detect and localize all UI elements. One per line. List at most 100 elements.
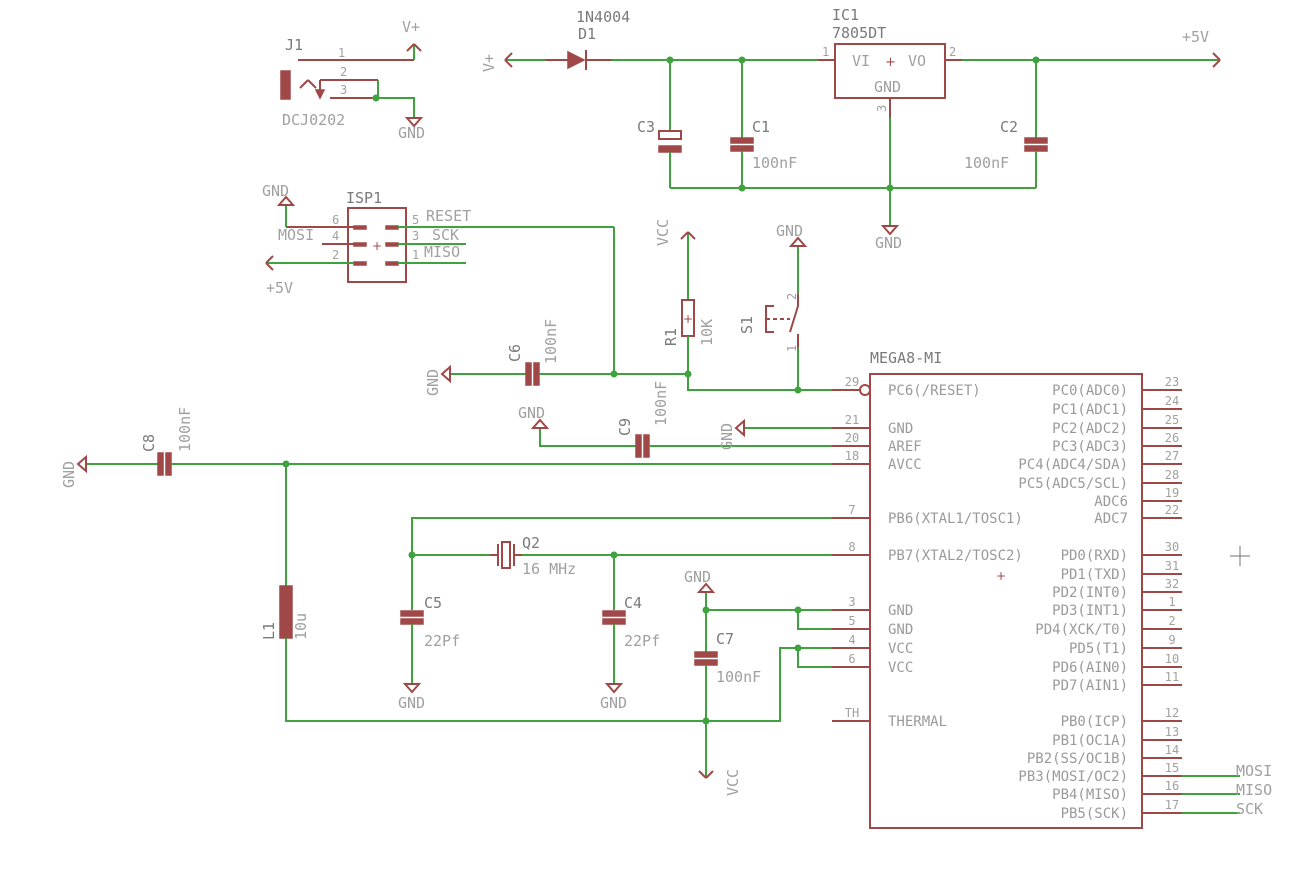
- ic1-vi-label: VI: [852, 52, 870, 70]
- mcu-miso-net-label: MISO: [1236, 781, 1272, 799]
- mcu-left-pin-number: 3: [848, 595, 855, 609]
- c6-capacitor[interactable]: C6 100nF: [506, 319, 560, 386]
- mcu-right-pin-label: PC4(ADC4/SDA): [1018, 457, 1128, 473]
- c3-capacitor[interactable]: C3: [637, 118, 682, 153]
- mcu-right-pin-label: PC0(ADC0): [1052, 383, 1128, 399]
- isp-pin6-number: 6: [332, 213, 339, 227]
- junction-dot: [684, 370, 692, 378]
- d1-diode[interactable]: 1N4004 D1: [545, 8, 630, 70]
- isp-plus5v-arrow: [265, 255, 274, 271]
- mcu-right-pin-label: PB4(MISO): [1052, 787, 1128, 803]
- j1-gnd-label: GND: [398, 124, 425, 142]
- isp-reset-label: RESET: [426, 207, 471, 225]
- junction-dot: [886, 184, 894, 192]
- mcu-right-pin-label: PB2(SS/OC1B): [1027, 751, 1128, 767]
- mcu-right-pin-number: 26: [1165, 431, 1179, 445]
- j1-value: DCJ0202: [282, 111, 345, 129]
- mcu-right-pin-label: PD3(INT1): [1052, 603, 1128, 619]
- gnd-symbol: [734, 418, 745, 438]
- j1-power-jack[interactable]: 1 2 3 J1 DCJ0202: [280, 36, 414, 129]
- r1-resistor[interactable]: + R1 10K: [662, 299, 716, 346]
- isp1-name: ISP1: [346, 189, 382, 207]
- isp1-header[interactable]: + ISP1 6 4 2 5 3 1: [332, 189, 419, 283]
- c9-name: C9: [616, 418, 634, 436]
- isp-pin1-number: 1: [412, 248, 419, 262]
- mcu-right-pin-label: PD6(AIN0): [1052, 660, 1128, 676]
- gnd-symbol: [76, 454, 87, 474]
- q2-crystal[interactable]: Q2 16 MHz: [490, 534, 576, 578]
- isp-pin2-number: 2: [332, 248, 339, 262]
- c8-capacitor[interactable]: C8 100nF: [140, 407, 194, 476]
- c9-value: 100nF: [652, 381, 670, 426]
- ic1-value: 7805DT: [832, 24, 886, 42]
- ic1-pin2-number: 2: [949, 45, 956, 59]
- mcu-left-pin-label: GND: [888, 603, 913, 619]
- origin-mark: +: [885, 55, 896, 70]
- ic1-regulator[interactable]: VI VO GND 1 2 3 IC1 7805DT +: [818, 6, 962, 118]
- c7-vcc-label: VCC: [724, 769, 742, 796]
- mcu-right-pin-number: 22: [1165, 503, 1179, 517]
- j1-pin2-number: 2: [340, 65, 347, 79]
- mcu-right-pin-label: PD7(AIN1): [1052, 678, 1128, 694]
- gnd-symbol: [696, 582, 716, 593]
- mcu-right-pin-label: PC5(ADC5/SCL): [1018, 476, 1128, 492]
- r1-bottom-wire: [687, 336, 832, 391]
- mcu-right-pin-label: PD1(TXD): [1061, 567, 1128, 583]
- mcu-left-pin-number: 29: [845, 375, 859, 389]
- c2-capacitor[interactable]: C2 100nF: [964, 118, 1048, 172]
- vcc-arrow-symbol: [680, 231, 696, 240]
- mcu-right-pin-label: PC1(ADC1): [1052, 402, 1128, 418]
- c4-gnd-label: GND: [600, 694, 627, 712]
- gnd5-wire: [797, 610, 832, 630]
- l1-name: L1: [260, 622, 278, 640]
- mcu-right-pin-label: PC3(ADC3): [1052, 439, 1128, 455]
- mcu-right-pin-number: 32: [1165, 577, 1179, 591]
- gnd-symbol: [788, 236, 808, 247]
- ic1-gnd-pin-label: GND: [874, 78, 901, 96]
- ic1-pin3-number: 3: [875, 105, 889, 112]
- c5-capacitor[interactable]: C5 22Pf: [400, 594, 460, 650]
- ic1-name: IC1: [832, 6, 859, 24]
- plus5v-arrow-symbol: [1212, 52, 1221, 68]
- mcu-left-pin-number: 20: [845, 431, 859, 445]
- c9-gnd-label: GND: [518, 404, 545, 422]
- mcu-sck-net-label: SCK: [1236, 800, 1263, 818]
- mcu-right-pin-number: 27: [1165, 449, 1179, 463]
- c4-capacitor[interactable]: C4 22Pf: [602, 594, 660, 650]
- mcu-left-pin-label: GND: [888, 622, 913, 638]
- l1-inductor[interactable]: L1 10u: [260, 585, 310, 640]
- j1-gnd-wire: [377, 80, 415, 118]
- junction-dot: [408, 551, 416, 559]
- c5-value: 22Pf: [424, 632, 460, 650]
- isp-sck-label: SCK: [432, 226, 459, 244]
- mcu-right-pin-label: PB3(MOSI/OC2): [1018, 769, 1128, 785]
- r1-name: R1: [662, 328, 680, 346]
- vplus-input-label: V+: [480, 54, 498, 72]
- mcu-right-pin-number: 30: [1165, 540, 1179, 554]
- isp-plus5v-label: +5V: [266, 279, 293, 297]
- s1-pushbutton[interactable]: 2 1 S1: [738, 293, 799, 352]
- mcu-left-pin-number: TH: [845, 706, 859, 720]
- mcu-right-pin-number: 2: [1168, 614, 1175, 628]
- r1-value: 10K: [698, 319, 716, 346]
- c1-capacitor[interactable]: C1 100nF: [730, 118, 797, 172]
- vplus-arrow-symbol: [406, 43, 422, 52]
- c9-capacitor[interactable]: C9 100nF: [616, 381, 670, 458]
- c6-gnd-label: GND: [424, 369, 442, 396]
- c7-capacitor[interactable]: C7 100nF: [694, 630, 761, 686]
- mcu-right-pin-number: 14: [1165, 743, 1179, 757]
- mcu-right-pin-number: 23: [1165, 375, 1179, 389]
- mcu-right-pin-number: 16: [1165, 779, 1179, 793]
- mcu-right-pin-number: 12: [1165, 706, 1179, 720]
- gnd-symbol: [530, 418, 550, 429]
- c1-value: 100nF: [752, 154, 797, 172]
- gnd-symbol: [880, 225, 900, 236]
- reset-vcc-label: VCC: [654, 219, 672, 246]
- mcu-right-pin-label: PD5(T1): [1069, 641, 1128, 657]
- mega8-microcontroller[interactable]: MEGA8-MI + 29PC6(/RESET)21GND20AREF18AVC…: [832, 349, 1182, 829]
- mcu-left-pin-label: AVCC: [888, 457, 922, 473]
- c3-name: C3: [637, 118, 655, 136]
- c7-value: 100nF: [716, 668, 761, 686]
- gnd-symbol: [402, 683, 422, 694]
- mcu-left-pin-number: 18: [845, 449, 859, 463]
